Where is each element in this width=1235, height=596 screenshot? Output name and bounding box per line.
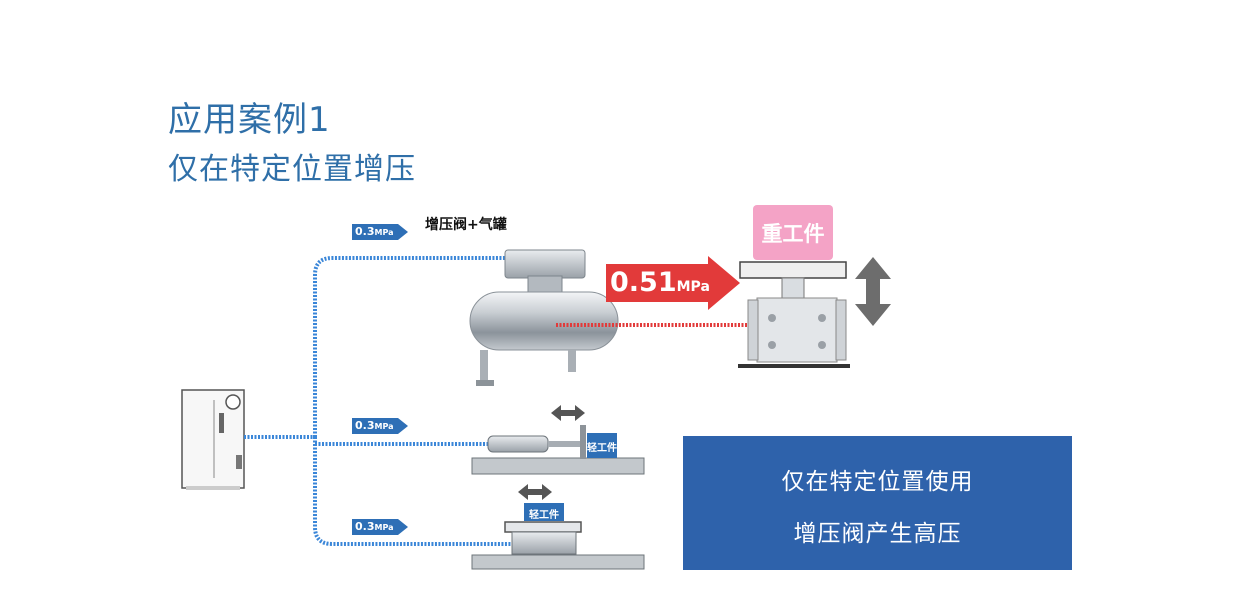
info-panel-line-1: 仅在特定位置使用 [781, 469, 974, 495]
light-workpiece-cylinder-2 [471, 503, 645, 570]
page-title: 应用案例1 [168, 100, 331, 140]
info-panel-line-2: 增压阀产生高压 [793, 521, 962, 547]
boosted-pressure-label: 0.51MPa [610, 267, 710, 298]
vertical-motion-icon [855, 257, 891, 326]
tank-label: 增压阀+气罐 [425, 217, 507, 233]
horizontal-motion-icon-1 [551, 405, 585, 421]
air-supply-cabinet [181, 389, 245, 490]
heavy-workpiece-assembly [738, 205, 850, 368]
pressure-tag-bottom [352, 519, 408, 535]
heavy-workpiece-label: 重工件 [761, 222, 825, 246]
boosted-pressure-arrow [606, 256, 740, 310]
light-workpiece-label-2: 轻工件 [529, 510, 559, 521]
pressure-label-top: 0.3MPa [355, 225, 394, 238]
pressure-label-bottom: 0.3MPa [355, 520, 394, 533]
light-workpiece-label-1: 轻工件 [587, 443, 617, 454]
info-panel: 仅在特定位置使用 增压阀产生高压 [683, 436, 1072, 570]
light-workpiece-cylinder-1 [471, 425, 645, 475]
booster-valve-tank [469, 249, 619, 386]
page-subtitle: 仅在特定位置增压 [168, 152, 416, 187]
horizontal-motion-icon-2 [518, 484, 552, 500]
pressure-tag-mid [352, 418, 408, 434]
pressure-label-mid: 0.3MPa [355, 419, 394, 432]
pressure-tag-top [352, 224, 408, 240]
